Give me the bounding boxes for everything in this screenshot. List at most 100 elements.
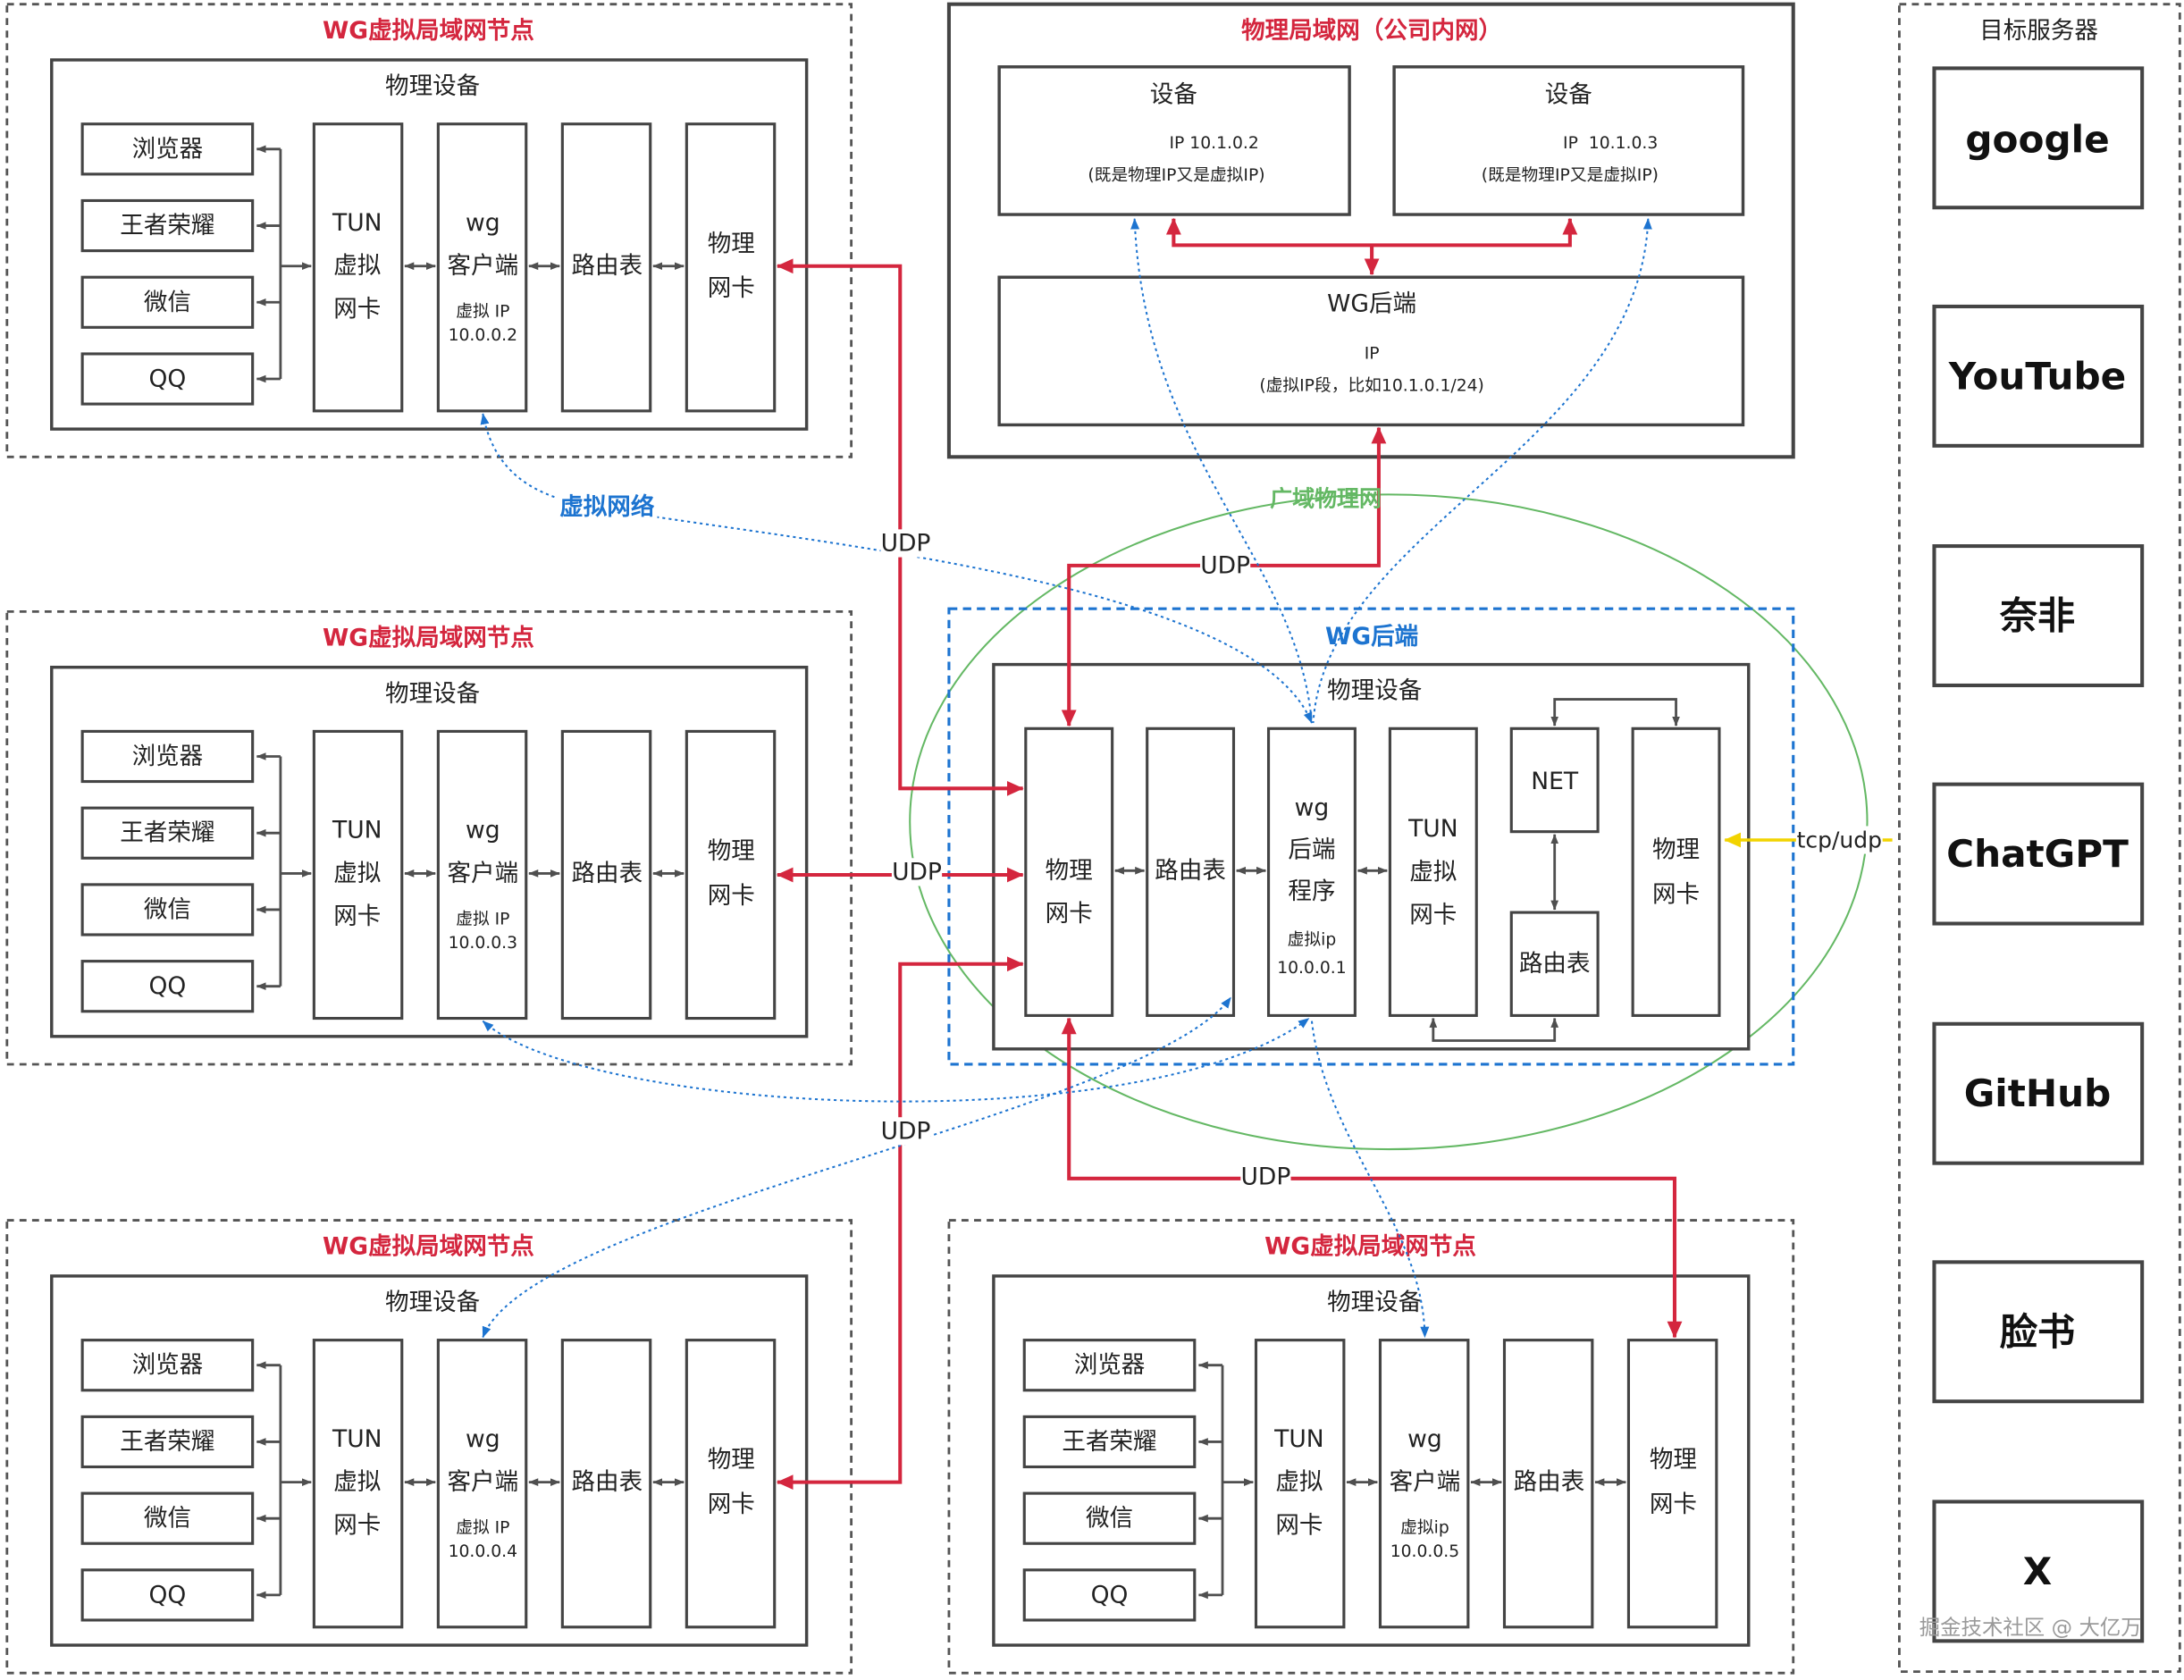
app-box-wechat [1022,1491,1197,1545]
app-label-honor-of-kings: 王者荣耀 [1062,1428,1156,1456]
udp-label-physical-lan: UDP [1200,551,1250,579]
backend-inbound-nic-line1: 物理 [1046,857,1093,885]
wg-label-line1: wg [1407,1425,1442,1453]
app-box-honor-of-kings [80,198,255,253]
tun-virtual-nic-box [312,1339,404,1629]
route-table-label: 路由表 [572,252,643,280]
app-box-honor-of-kings [1022,1415,1197,1469]
app-label-honor-of-kings: 王者荣耀 [120,212,214,239]
backend-tun-line2: 虚拟 [1409,858,1457,886]
udp-label-bg [880,1117,931,1146]
app-label-qq: QQ [149,365,187,393]
backend-inbound-nic-line2: 网卡 [1046,900,1093,928]
app-label-qq: QQ [149,972,187,1000]
node-title: WG虚拟局域网节点 [323,1233,534,1261]
backend-virtual-ip-value: 10.0.0.1 [1277,959,1346,978]
tun-label-line2: 虚拟 [333,1468,381,1496]
wg-client-box [1378,1339,1470,1629]
app-box-wechat [80,275,255,329]
backend-tun-line1: TUN [1407,815,1458,843]
virtual-ip-value: 10.0.0.4 [449,1542,517,1561]
route-table-box [560,729,652,1021]
target-servers-title: 目标服务器 [1979,17,2098,45]
server-box-google [1932,66,2145,210]
udp-label-bg [1200,551,1251,580]
virtual-ip-label: 虚拟 IP [456,303,509,322]
app-label-wechat: 微信 [144,1505,191,1533]
tun-label-line1: TUN [332,817,382,844]
physical-device-label: 物理设备 [385,72,480,100]
virtual-ip-value: 10.0.0.2 [449,326,517,345]
app-box-qq [80,352,255,406]
tun-label-line3: 网卡 [1275,1511,1323,1539]
nic-label-line2: 网卡 [708,882,755,910]
route-table-box [1502,1339,1594,1629]
server-box-youtube [1932,304,2145,448]
app-label-qq: QQ [1091,1581,1129,1609]
app-box-qq [1022,1568,1197,1622]
physical-device-label: 物理设备 [385,1289,480,1316]
backend-nat-route-table-label: 路由表 [1519,950,1591,978]
app-label-browser: 浏览器 [1074,1351,1146,1379]
wg-client-box [436,1339,528,1629]
physical-nic-box [685,729,777,1021]
server-label-github: GitHub [1964,1071,2112,1115]
backend-route-table-label: 路由表 [1155,857,1226,885]
virtual-link-node3 [482,996,1232,1339]
app-label-honor-of-kings: 王者荣耀 [120,819,214,847]
tun-label-line3: 网卡 [333,1511,381,1539]
nic-label-line2: 网卡 [1650,1491,1697,1518]
tun-label-line1: TUN [1273,1425,1324,1453]
wg-client-node-2: WG虚拟局域网节点 物理设备 浏览器 王者荣耀 微信 QQ TUN 虚拟 网卡 … [5,609,853,1066]
udp-label-bg [1240,1163,1291,1191]
virtual-ip-value: 10.0.0.3 [449,934,517,953]
lan-device-label-2: 设备 [1545,81,1592,109]
app-box-wechat [80,883,255,937]
physical-lan-title: 物理局域网（公司内网） [1241,17,1502,45]
app-label-wechat: 微信 [144,895,191,923]
tun-label-line2: 虚拟 [333,860,381,887]
app-label-wechat: 微信 [144,289,191,316]
server-label-chatgpt: ChatGPT [1946,832,2129,876]
backend-route-table-box [1146,727,1236,1017]
physical-lan: 物理局域网（公司内网） 设备 IP 10.1.0.2 (既是物理IP又是虚拟IP… [946,2,1795,459]
wg-label-line2: 客户端 [448,252,519,280]
app-box-browser [80,122,255,176]
lan-device-box-1 [997,65,1351,216]
physical-device-label: 物理设备 [1327,1289,1422,1316]
wg-client-node-3: WG虚拟局域网节点 物理设备 浏览器 王者荣耀 微信 QQ TUN 虚拟 网卡 … [5,1219,853,1675]
tun-virtual-nic-box [1254,1339,1346,1629]
lan-device-note-2: (既是物理IP又是虚拟IP) [1482,166,1659,185]
tun-label-line2: 虚拟 [1275,1468,1323,1496]
lan-wg-backend-title: WG后端 [1327,290,1416,317]
server-box-chatgpt [1932,782,2145,926]
virtual-ip-value: 10.0.0.5 [1390,1542,1459,1561]
tun-label-line1: TUN [332,209,382,237]
lan-device-box-2 [1392,65,1745,216]
virtual-network-label-bg [557,492,658,522]
tun-label-line3: 网卡 [333,903,381,930]
lan-wg-backend-note: (虚拟IP段，比如10.1.0.1/24) [1259,376,1483,395]
route-table-box [560,122,652,413]
backend-net-box [1509,727,1600,834]
server-label-google: google [1965,117,2109,161]
app-label-browser: 浏览器 [132,135,204,163]
watermark: 掘金技术社区 @ 大亿万 [1919,1615,2142,1640]
nic-label-line2: 网卡 [708,1491,755,1518]
app-label-wechat: 微信 [1086,1505,1133,1533]
backend-wg-line2: 后端 [1288,836,1335,863]
udp-label-node3: UDP [881,1117,931,1145]
server-label-facebook: 脸书 [1999,1310,2075,1354]
virtual-ip-label: 虚拟ip [1400,1519,1449,1538]
tun-virtual-nic-box [312,122,404,413]
route-table-label: 路由表 [1514,1468,1585,1496]
lan-device-ip-2: IP 10.1.0.3 [1563,134,1658,153]
nic-label-line1: 物理 [1650,1446,1697,1474]
backend-wg-line3: 程序 [1288,878,1335,905]
server-box-netflix [1932,544,2145,687]
udp-label-bg [891,858,943,886]
tun-label-line3: 网卡 [333,296,381,323]
backend-tun-box [1388,727,1478,1017]
app-box-browser [80,1339,255,1392]
wg-client-box [436,729,528,1021]
